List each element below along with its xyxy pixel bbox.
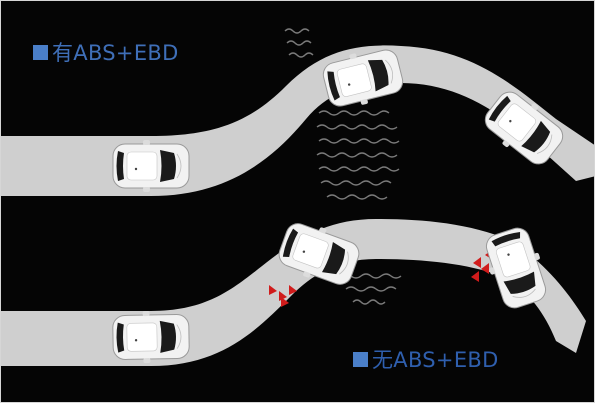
legend-label-without: 无ABS+EBD [372,348,499,372]
skid-mark-arrows-icon [269,249,493,307]
legend-label-with: 有ABS+EBD [52,41,179,65]
legend-square-icon [33,44,48,60]
car-top-view-icon [112,139,190,193]
car-top-view-icon [112,309,190,365]
legend-without-abs-ebd: 无ABS+EBD [353,344,499,374]
legend-with-abs-ebd: 有ABS+EBD [33,37,179,67]
vibration-wave-icon [284,28,402,305]
legend-square-icon [353,351,368,367]
